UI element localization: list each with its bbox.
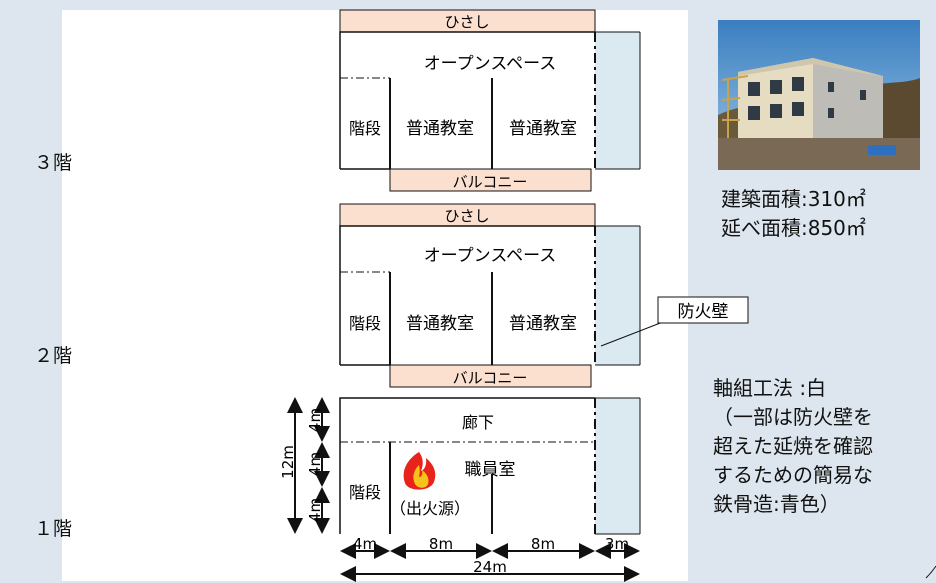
firewall-leader-line (600, 319, 669, 347)
balcony-3 (389, 168, 592, 192)
steel-section-3 (595, 32, 640, 169)
construction-method-note: 軸組工法 :白 （一部は防火壁を 超えた延焼を確認 するための簡易な 鉄骨造:青… (713, 374, 873, 519)
stairs-1-label: 階段 (349, 483, 381, 502)
balcony-3-label: バルコニー (453, 173, 528, 191)
floor-label-3: ３階 (34, 152, 73, 174)
stairs-2-label: 階段 (349, 314, 381, 333)
firewall-callout-box (657, 296, 749, 324)
classroom-2b-label: 普通教室 (509, 314, 577, 334)
steel-section-2 (595, 226, 640, 365)
dim-4m-mid: 4m (306, 452, 324, 476)
dim-4m-width: 4m (353, 535, 377, 553)
classroom-3b-label: 普通教室 (509, 119, 577, 139)
building-photo (718, 20, 920, 170)
eaves-2-label: ひさし (444, 207, 489, 225)
method-line-3: 超えた延焼を確認 (713, 434, 873, 458)
dim-8m-b: 8m (531, 535, 555, 553)
method-line-4: するための簡易な (713, 463, 873, 487)
corridor-label: 廊下 (462, 413, 494, 432)
dim-24m: 24m (473, 558, 507, 576)
classroom-2a-label: 普通教室 (406, 314, 474, 334)
total-area-text: 延べ面積:850㎡ (721, 216, 866, 240)
open-space-2-label: オープンスペース (424, 246, 557, 266)
method-line-1: 軸組工法 :白 (713, 376, 827, 400)
corner-curve (925, 565, 936, 579)
building-area-text: 建築面積:310㎡ (721, 187, 866, 211)
method-line-5: 鉄骨造:青色） (713, 492, 840, 516)
method-line-2: （一部は防火壁を (713, 405, 873, 429)
classroom-3a-label: 普通教室 (406, 119, 474, 139)
balcony-2-label: バルコニー (453, 369, 528, 387)
dim-8m-a: 8m (429, 535, 453, 553)
open-space-3-label: オープンスペース (424, 54, 557, 74)
fire-icon (403, 452, 436, 490)
steel-section-1 (595, 398, 640, 534)
fire-origin-label: （出火源） (390, 499, 470, 518)
dim-4m-top: 4m (306, 408, 324, 432)
dim-3m: 3m (605, 535, 629, 553)
floor-3-plan: ひさし オープンスペース 階段 普通教室 普通教室 バルコニー (339, 9, 641, 192)
dim-12m: 12m (279, 445, 297, 479)
floor-2-plan: ひさし オープンスペース 階段 普通教室 普通教室 バルコニー 防火壁 (339, 203, 749, 388)
floor-1-plan: 廊下 職員室 階段 （出火源） (339, 397, 641, 535)
floor-label-2: ２階 (34, 345, 73, 367)
staff-room-label: 職員室 (465, 460, 516, 480)
balcony-2 (389, 364, 592, 388)
eaves-3-label: ひさし (444, 13, 489, 31)
firewall-callout-label: 防火壁 (678, 302, 729, 322)
dim-4m-bot: 4m (306, 498, 324, 522)
diagram-panel (62, 10, 688, 581)
dimension-lines: 12m 4m 4m 4m 4m 8m 8m 3m 24m (279, 397, 640, 582)
floor-label-1: １階 (34, 518, 73, 540)
stairs-3-label: 階段 (349, 119, 381, 138)
